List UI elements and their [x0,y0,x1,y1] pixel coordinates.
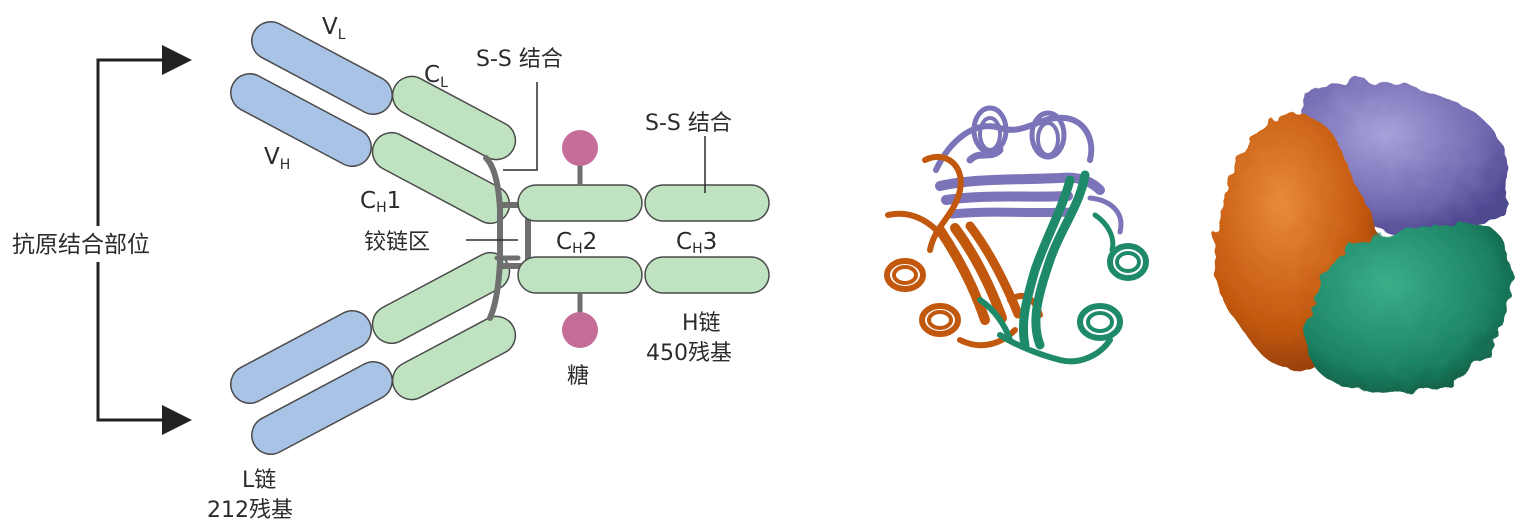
ch3-domain-lower [644,256,770,294]
cl-domain-upper [391,75,517,161]
h-chain-residues: 450残基 [646,341,732,366]
ribbon-green-chain [977,170,1149,365]
ch1-domain-lower [371,251,511,345]
antigen-binding-bracket [10,45,198,435]
ch1-domain-upper [371,131,511,225]
ss-bond-label-hinge: S-S 结合 [476,47,563,72]
hinge-region [483,155,531,321]
ss-bond-label-fc: S-S 结合 [645,111,732,136]
h-chain-label: H链 [682,311,721,336]
vl-domain-upper [251,21,393,115]
ribbon-protein-model [884,105,1149,365]
surface-protein-model [1214,80,1511,395]
ch3-label: CH3 [676,229,717,257]
vh-label: VH [264,144,290,173]
cl-domain-lower [391,315,517,401]
antigen-binding-site-label: 抗原结合部位 [12,232,150,258]
upper-fab-arm [230,21,517,225]
lower-fab-arm [230,251,517,455]
ch2-domain-lower [517,256,643,294]
vh-domain-upper [230,73,372,167]
sugar-lower [562,293,598,348]
vh-domain-lower [230,310,372,404]
ch2-label: CH2 [556,229,597,257]
ch1-label: CH1 [360,188,401,216]
ribbon-orange-chain [884,153,1043,349]
ch3-domain-upper [644,184,770,222]
vl-domain-lower [251,361,393,455]
leader-lines [466,82,706,241]
surface-green-subunit [1306,224,1511,395]
hinge-label: 铰链区 [364,230,430,255]
sugar-upper [562,130,598,185]
fc-region [517,184,770,294]
l-chain-label: L链 [242,468,276,493]
cl-label: CL [424,62,448,91]
sugar-label: 糖 [567,364,589,389]
vl-label: VL [322,14,346,43]
ch2-domain-upper [517,184,643,222]
l-chain-residues: 212残基 [207,498,293,523]
